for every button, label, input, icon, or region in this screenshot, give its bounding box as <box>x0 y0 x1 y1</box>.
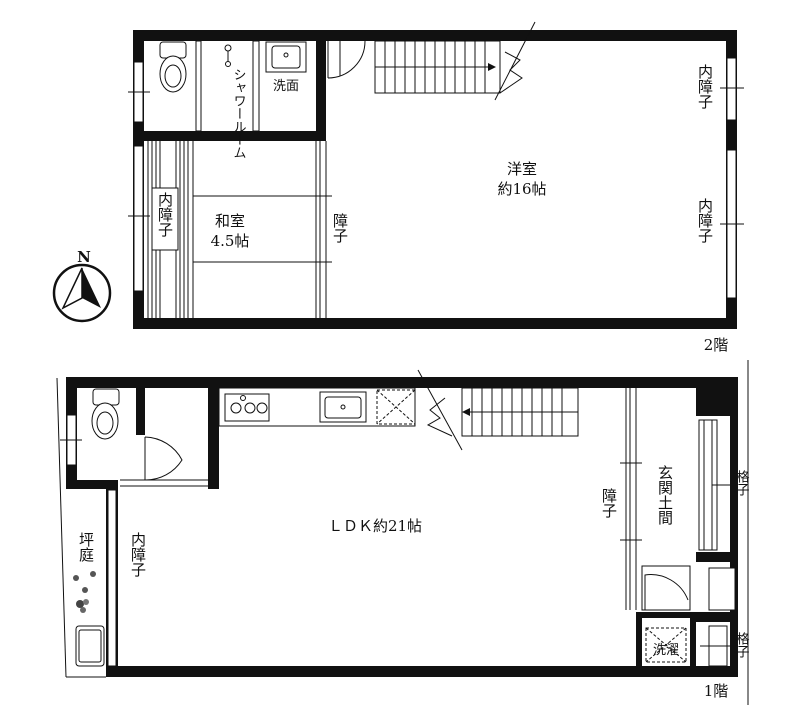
courtyard-basin <box>75 625 105 667</box>
western-room-name: 洋室 <box>507 160 537 178</box>
shoji-partition-1f[interactable] <box>620 388 642 610</box>
shoji-middle-label: 障子 <box>331 212 349 243</box>
wall-1f-bottom <box>106 666 736 677</box>
washer-space <box>645 627 687 663</box>
washer-label: 洗濯 <box>653 643 679 658</box>
lattice-top <box>698 419 738 551</box>
kitchen-counter <box>218 387 416 427</box>
compass-north-label: N <box>77 248 91 266</box>
floor1-label: 1階 <box>704 682 729 700</box>
second-floor-plan: シャワールーム 洗面 <box>128 21 744 354</box>
inner-shoji-right-bottom-label: 内障子 <box>696 198 714 243</box>
entrance-label: 玄関土間 <box>656 465 674 526</box>
ldk-label: ＬＤＫ約21帖 <box>328 517 422 535</box>
wall-1f-kitchen-left <box>208 377 219 489</box>
western-room-size: 約16帖 <box>497 180 546 198</box>
wall-2f-bath-right <box>316 41 326 141</box>
first-floor-plan: 障子 格子 格子 <box>56 360 750 705</box>
stairs-1f <box>417 369 579 451</box>
courtyard-plants-icon <box>73 571 96 613</box>
inner-shoji-left-2f-bg <box>151 187 179 251</box>
shoji-partition-2f[interactable] <box>310 141 332 318</box>
shoji-1f-label: 障子 <box>600 487 618 518</box>
lattice-bottom-label: 格子 <box>734 631 750 658</box>
compass-icon: N <box>52 248 112 323</box>
lattice-top-label: 格子 <box>734 469 750 496</box>
inner-shoji-1f[interactable] <box>107 489 117 667</box>
shower-icon <box>224 44 232 67</box>
washbasin-icon <box>265 41 307 73</box>
toilet-1f-door[interactable] <box>120 436 208 487</box>
stairs-2f <box>374 21 536 101</box>
wall-1f-entrance-low <box>696 612 738 622</box>
wall-1f-entrance-mid <box>696 552 738 562</box>
kitchen-sink-icon <box>319 391 367 423</box>
japanese-room-name: 和室 <box>215 212 245 230</box>
fridge-space <box>376 389 416 425</box>
entrance-door[interactable] <box>636 565 696 668</box>
courtyard-label: 坪庭 <box>77 532 95 563</box>
inner-shoji-left-2f-label: 内障子 <box>156 192 174 237</box>
floor2-label: 2階 <box>704 336 729 354</box>
washbasin-label: 洗面 <box>273 79 299 94</box>
wall-2f-top <box>133 30 737 41</box>
wall-1f-toilet-bottom <box>66 480 118 489</box>
bath-door[interactable] <box>327 40 366 79</box>
wall-2f-bath-bottom <box>144 131 326 141</box>
window-2f-right-top <box>726 57 737 121</box>
inner-shoji-right-top-label: 内障子 <box>696 64 714 109</box>
inner-shoji-1f-label: 内障子 <box>129 532 147 577</box>
shower-room-label: シャワールーム <box>231 68 246 159</box>
wall-1f-top <box>66 377 736 388</box>
wall-1f-toilet-right <box>136 377 145 435</box>
window-2f-left-bottom <box>133 145 144 292</box>
wall-1f-entrance-top <box>696 388 730 416</box>
wall-2f-bottom <box>133 318 737 329</box>
wall-1f-right <box>730 377 738 677</box>
toilet-2f-icon <box>159 41 187 93</box>
japanese-room-size: 4.5帖 <box>211 232 250 250</box>
lattice-bottom <box>700 567 738 667</box>
toilet-1f-icon <box>91 388 120 440</box>
